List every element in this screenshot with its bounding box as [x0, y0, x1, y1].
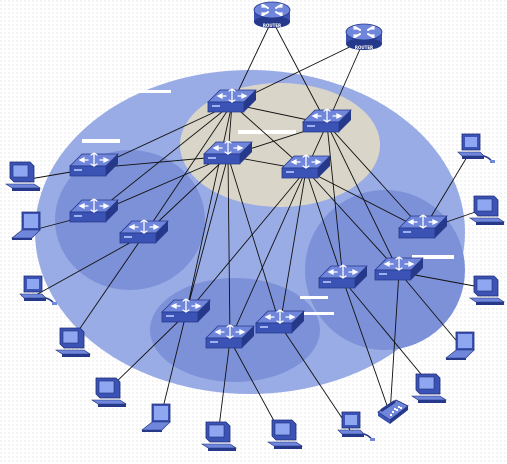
router-right[interactable]: ROUTER: [345, 23, 383, 51]
router-top[interactable]: ROUTER: [253, 1, 291, 29]
left-access-zone: [55, 150, 205, 290]
label-placeholder: [412, 255, 454, 259]
router-label: ROUTER: [355, 45, 373, 50]
label-placeholder: [125, 90, 171, 93]
label-placeholder: [300, 312, 334, 315]
router-label: ROUTER: [263, 23, 281, 28]
label-placeholder: [238, 130, 296, 134]
label-placeholder: [300, 296, 328, 299]
label-placeholder: [82, 139, 120, 143]
network-links: [23, 19, 488, 436]
